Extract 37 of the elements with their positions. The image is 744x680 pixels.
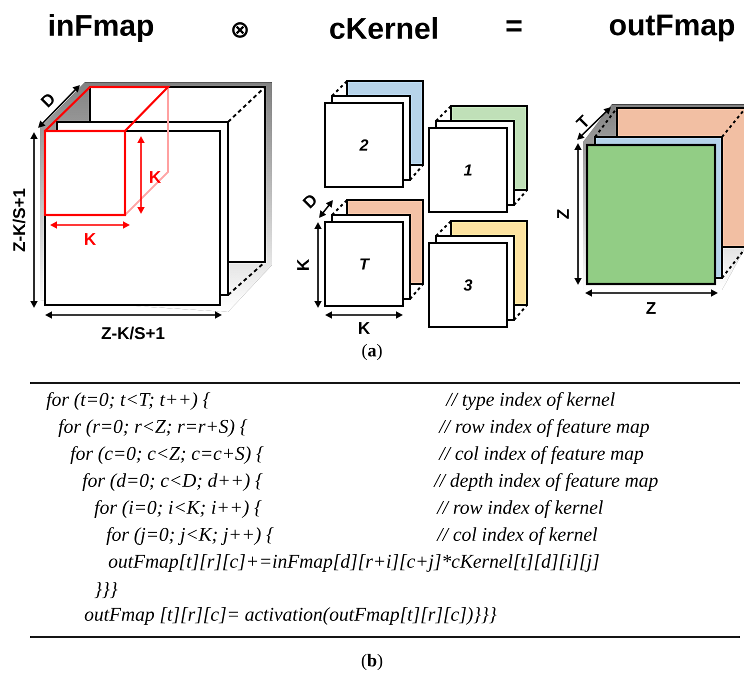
code-comment: // col index of kernel <box>436 527 598 545</box>
dimension-label: K <box>297 259 309 270</box>
kernel-square: 3 <box>428 242 508 328</box>
operator-symbol: = <box>506 20 522 32</box>
dimension-label: Z <box>646 302 656 314</box>
code-comment: // col index of feature map <box>438 446 644 464</box>
dimension-label: D <box>302 195 316 209</box>
code-line: for (j=0; j<K; j++) { <box>106 527 274 545</box>
dimension-label: Z <box>557 209 569 219</box>
code-line: for (c=0; c<Z; c=c+S) { <box>70 446 264 464</box>
code-line: for (d=0; c<D; d++) { <box>82 473 263 491</box>
panel-label: (b) <box>362 654 382 670</box>
code-line: outFmap[t][r][c]+=inFmap[d][r+i][c+j]*cKernel[t][d][i][j] <box>108 554 599 572</box>
dimension-label: D <box>40 94 54 108</box>
kernel-square: 2 <box>324 102 404 188</box>
dimension-label: T <box>575 114 588 127</box>
code-line: for (r=0; r<Z; r=r+S) { <box>58 419 248 437</box>
code-line: outFmap [t][r][c]= activation(outFmap[t][r][c])}}} <box>84 607 496 625</box>
title-word: outFmap <box>610 14 734 42</box>
operator-symbol: ⊗ <box>232 22 248 38</box>
dimension-label: Z-K/S+1 <box>12 188 26 252</box>
panel-label: (a) <box>362 344 382 360</box>
dimension-label: K <box>150 171 161 183</box>
kernel-square: T <box>324 221 404 307</box>
dimension-label: K <box>359 322 370 334</box>
kernel-square: 1 <box>428 127 508 213</box>
code-line: for (i=0; i<K; i++) { <box>94 500 262 518</box>
dimension-label: K <box>85 233 96 245</box>
code-comment: // depth index of feature map <box>433 473 658 491</box>
code-comment: // row index of feature map <box>438 419 649 437</box>
code-line: for (t=0; t<T; t++) { <box>46 392 210 410</box>
code-line: }}} <box>94 582 118 598</box>
code-comment: // row index of kernel <box>436 500 603 518</box>
title-word: inFmap <box>50 14 154 42</box>
code-comment: // type index of kernel <box>445 392 615 410</box>
dimension-label: Z-K/S+1 <box>102 326 164 340</box>
title-word: cKernel <box>330 16 437 40</box>
